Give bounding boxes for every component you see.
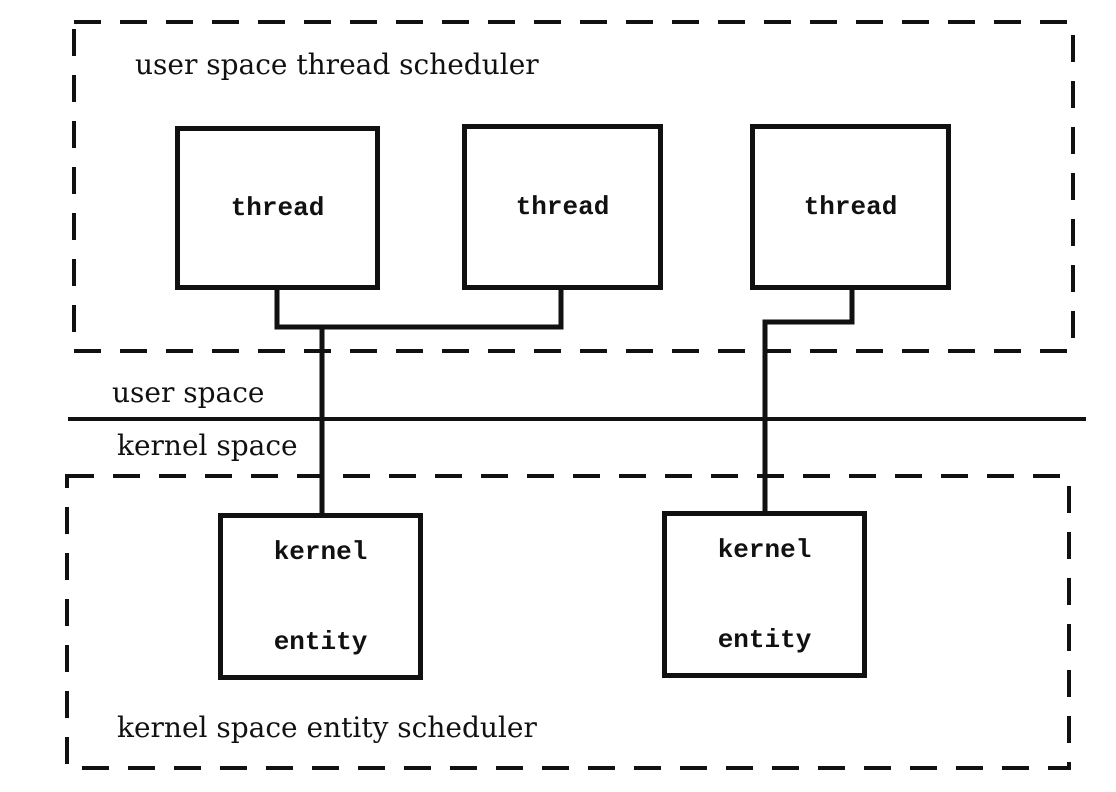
kernel-entity-box-2-label: kernel entity bbox=[718, 475, 812, 715]
thread-box-3: thread bbox=[750, 124, 951, 290]
kernel-space-label: kernel space bbox=[117, 429, 298, 462]
user-space-region-border bbox=[72, 20, 1075, 353]
kernel-entity-box-1-label: kernel entity bbox=[274, 477, 368, 717]
user-space-label: user space bbox=[112, 376, 265, 409]
kernel-entity-box-1: kernel entity bbox=[218, 513, 423, 680]
kernel-entity-box-2-label-line1: kernel bbox=[717, 534, 812, 565]
kernel-entity-box-2: kernel entity bbox=[662, 511, 867, 678]
connector-thread1-thread2-merge bbox=[274, 288, 564, 330]
thread-box-2-label: thread bbox=[515, 192, 610, 222]
user-space-scheduler-label: user space thread scheduler bbox=[135, 48, 539, 81]
kernel-space-scheduler-label: kernel space entity scheduler bbox=[117, 711, 537, 744]
kernel-space-region-border bbox=[65, 474, 1071, 770]
thread-box-3-label: thread bbox=[803, 192, 898, 222]
kernel-entity-box-2-label-line2: entity bbox=[717, 624, 812, 655]
thread-box-2: thread bbox=[462, 124, 663, 290]
thread-box-1-label: thread bbox=[230, 193, 325, 223]
connector-thread3-to-kernel-entity-2 bbox=[762, 288, 855, 516]
thread-box-1: thread bbox=[175, 126, 380, 290]
kernel-entity-box-1-label-line2: entity bbox=[273, 626, 368, 657]
kernel-entity-box-1-label-line1: kernel bbox=[273, 536, 368, 567]
